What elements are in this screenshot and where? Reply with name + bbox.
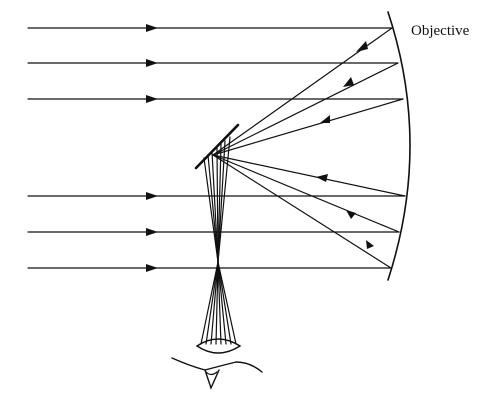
objective-mirror	[387, 11, 411, 281]
reflected-ray-6	[212, 154, 392, 269]
focus-ray-7	[217, 136, 231, 263]
eyepiece-ray-6	[217, 261, 227, 345]
eye-lower-outline	[204, 369, 220, 390]
arrow-incoming-5	[146, 228, 158, 236]
arrow-incoming-4	[146, 192, 158, 200]
focus-ray-2	[207, 154, 219, 263]
eyepiece-ray-4	[215, 261, 219, 345]
reflected-ray-3	[212, 98, 404, 156]
reflected-ray-5	[212, 154, 400, 233]
arrow-reflected-4	[316, 174, 328, 182]
reflected-ray-2	[212, 62, 399, 156]
arrow-reflected-5	[346, 210, 356, 219]
eye-pupil-line	[205, 371, 218, 376]
eyepiece-ray-8	[217, 261, 237, 345]
arrow-reflected-3	[320, 115, 330, 123]
arrow-incoming-2	[146, 59, 158, 67]
eyepiece-ray-1	[200, 261, 219, 345]
eyepiece-ray-5	[217, 261, 222, 345]
arrow-reflected-6	[366, 240, 374, 249]
eyepiece-ray-7	[217, 261, 232, 345]
focus-ray-4	[216, 147, 219, 263]
arrow-incoming-1	[146, 24, 158, 32]
secondary-mirror	[194, 123, 240, 170]
focus-ray-3	[211, 151, 219, 263]
focus-ray-1	[203, 157, 219, 263]
eyepiece-lens	[195, 338, 242, 354]
focus-ray-6	[217, 140, 226, 263]
arrow-incoming-3	[146, 95, 158, 103]
arrow-reflected-2	[343, 77, 354, 87]
eyepiece-ray-3	[210, 261, 219, 345]
arrow-incoming-6	[146, 264, 158, 272]
eyepiece-ray-2	[205, 261, 219, 345]
objective-label: Objective	[411, 23, 470, 39]
arrow-reflected-1	[356, 41, 368, 52]
eye-upper-lid	[171, 357, 263, 373]
reflected-ray-4	[212, 154, 406, 197]
focus-ray-5	[217, 143, 222, 263]
